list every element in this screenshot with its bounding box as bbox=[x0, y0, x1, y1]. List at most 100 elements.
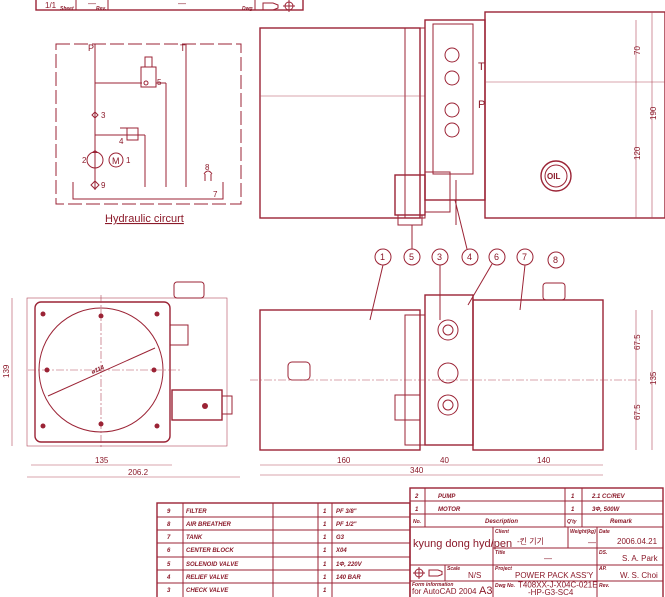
top-port-t: T bbox=[478, 61, 485, 73]
rev-value: — bbox=[88, 0, 96, 8]
paper-size: A3 bbox=[479, 585, 492, 597]
svg-text:1: 1 bbox=[323, 535, 327, 541]
balloon-8: 8 bbox=[547, 251, 565, 269]
company-name: kyung dong hyd/pen bbox=[413, 538, 512, 550]
motor-symbol: M bbox=[108, 152, 124, 168]
form-value: for AutoCAD 2004 bbox=[412, 587, 477, 596]
svg-text:1: 1 bbox=[323, 522, 327, 528]
svg-text:5: 5 bbox=[167, 562, 171, 568]
balloon-4: 4 bbox=[454, 199, 479, 266]
svg-text:MOTOR: MOTOR bbox=[438, 507, 461, 513]
dwg-no-label: Dwg No. bbox=[495, 583, 515, 589]
check-valve-symbol bbox=[91, 111, 99, 119]
scale-value: N/S bbox=[468, 571, 481, 580]
parts-row-1: 1 MOTOR 1 3Φ, 500W bbox=[415, 507, 621, 513]
pump-symbol bbox=[86, 150, 104, 169]
project-label: Project bbox=[495, 566, 512, 572]
client-value: -킨 기기 bbox=[517, 536, 544, 546]
dim-206-2: 206.2 bbox=[128, 468, 149, 477]
title-value: — bbox=[544, 554, 552, 563]
rev-label: Rev. bbox=[599, 583, 609, 589]
dwg-value: — bbox=[178, 0, 186, 8]
rev-label: Rev. bbox=[96, 6, 106, 12]
solenoid-connector bbox=[394, 171, 457, 226]
svg-text:CENTER BLOCK: CENTER BLOCK bbox=[186, 548, 234, 554]
svg-text:PF 3/8": PF 3/8" bbox=[336, 509, 357, 515]
sheet-value: 1/1 bbox=[45, 1, 57, 10]
balloon-6: 6 bbox=[467, 248, 506, 306]
svg-text:1: 1 bbox=[323, 509, 327, 515]
dim-190: 190 bbox=[649, 106, 658, 120]
svg-text:8: 8 bbox=[553, 255, 558, 265]
svg-text:2.1 CC/REV: 2.1 CC/REV bbox=[591, 494, 626, 500]
circuit-title: Hydraulic circurt bbox=[105, 213, 184, 225]
dim-140: 140 bbox=[537, 456, 551, 465]
svg-text:FILTER: FILTER bbox=[186, 509, 207, 515]
svg-text:5: 5 bbox=[409, 252, 414, 262]
dim-120: 120 bbox=[633, 146, 642, 160]
ap-label: AP. bbox=[598, 566, 607, 572]
svg-text:CHECK VALVE: CHECK VALVE bbox=[186, 588, 229, 594]
svg-text:1: 1 bbox=[571, 507, 575, 513]
svg-text:PF 1/2": PF 1/2" bbox=[336, 522, 357, 528]
top-strip: 1/1 Sheet — Rev. — Dwg bbox=[35, 0, 304, 12]
svg-text:1: 1 bbox=[323, 562, 327, 568]
form-label: Form information bbox=[412, 582, 453, 588]
top-port-p: P bbox=[478, 99, 485, 111]
svg-text:AIR BREATHER: AIR BREATHER bbox=[185, 522, 232, 528]
label-8: 8 bbox=[205, 163, 210, 172]
svg-text:7: 7 bbox=[167, 535, 171, 541]
oil-cap-icon bbox=[540, 160, 572, 192]
svg-text:SOLENOID VALVE: SOLENOID VALVE bbox=[186, 562, 239, 568]
dim-40: 40 bbox=[440, 456, 449, 465]
svg-text:4: 4 bbox=[467, 252, 472, 262]
label-1: 1 bbox=[126, 156, 131, 165]
ds-value: S. A. Park bbox=[622, 554, 659, 563]
svg-text:3: 3 bbox=[437, 252, 442, 262]
ap-value: W. S. Choi bbox=[620, 571, 658, 580]
projection-symbol-icon bbox=[262, 0, 295, 12]
svg-text:1: 1 bbox=[323, 575, 327, 581]
date-label: Date bbox=[599, 529, 610, 535]
svg-text:X04: X04 bbox=[335, 548, 347, 554]
side-view: ø114 139 135 206.2 bbox=[2, 281, 240, 478]
svg-text:PUMP: PUMP bbox=[438, 494, 456, 500]
dwg-label: Dwg bbox=[242, 6, 253, 12]
hydraulic-circuit: P T 5 3 4 M 2 1 9 7 8 Hydraulic circurt bbox=[55, 43, 242, 225]
dim-340: 340 bbox=[410, 466, 424, 475]
top-view: T P OIL 70 120 190 bbox=[259, 11, 665, 226]
svg-text:7: 7 bbox=[522, 252, 527, 262]
projection-symbol-icon bbox=[413, 567, 443, 579]
parts-row-9: 9 FILTER 1 PF 3/8" bbox=[167, 509, 357, 515]
svg-text:Q'ty: Q'ty bbox=[567, 519, 577, 525]
svg-text:RELIEF VALVE: RELIEF VALVE bbox=[186, 575, 229, 581]
svg-text:TANK: TANK bbox=[186, 535, 203, 541]
dwg-no-line-2: -HP-G3-SC4 bbox=[528, 588, 574, 597]
svg-text:G3: G3 bbox=[336, 535, 345, 541]
parts-row-7: 7 TANK 1 G3 bbox=[167, 535, 345, 541]
part-balloons: 1 5 3 4 6 7 8 bbox=[369, 199, 565, 321]
svg-text:1: 1 bbox=[415, 507, 419, 513]
svg-text:Description: Description bbox=[485, 519, 518, 525]
svg-text:1Φ, 220V: 1Φ, 220V bbox=[336, 562, 363, 568]
svg-text:3Φ, 500W: 3Φ, 500W bbox=[592, 507, 621, 513]
svg-text:9: 9 bbox=[167, 509, 171, 515]
solenoid-valve-symbol bbox=[140, 56, 157, 88]
sheet-label: Sheet bbox=[60, 6, 74, 12]
dim-70: 70 bbox=[633, 46, 642, 55]
scale-label: Scale bbox=[447, 566, 460, 572]
client-label: Client bbox=[495, 529, 509, 535]
dim-139: 139 bbox=[2, 364, 11, 378]
svg-text:8: 8 bbox=[167, 522, 171, 528]
svg-text:1: 1 bbox=[323, 548, 327, 554]
weight-label: Weight(kg) bbox=[570, 529, 596, 535]
balloon-5: 5 bbox=[403, 225, 421, 266]
diameter-label: ø114 bbox=[91, 365, 106, 376]
svg-text:Remark: Remark bbox=[610, 519, 633, 525]
